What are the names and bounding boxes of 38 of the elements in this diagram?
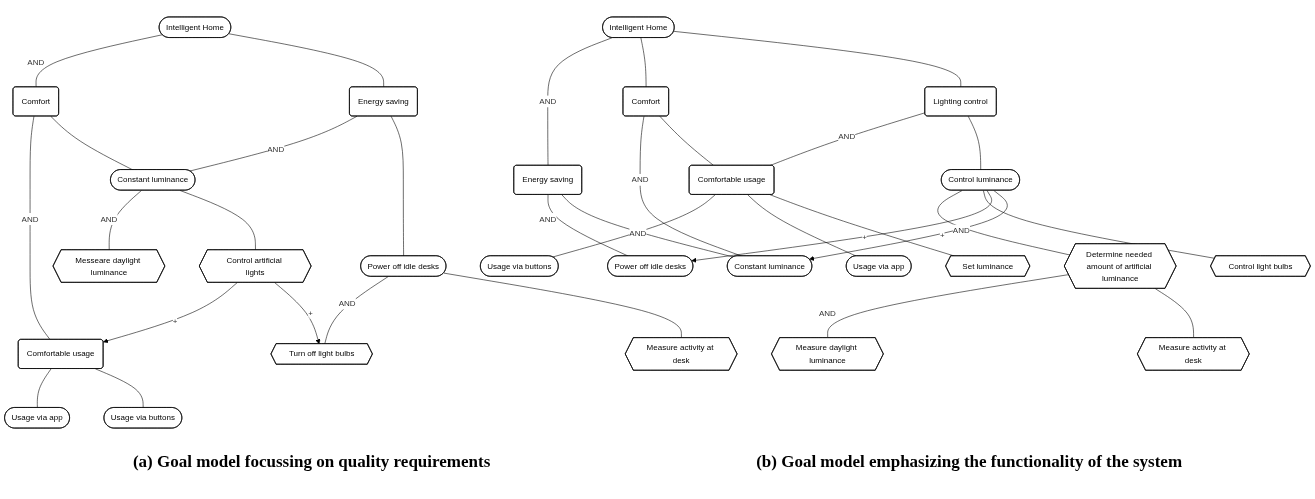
connector (108, 190, 142, 251)
connector (640, 37, 647, 88)
edge-label: + (940, 230, 945, 240)
edge-label: AND (818, 308, 836, 318)
edge-label: AND (952, 225, 970, 235)
edge-label: AND (629, 228, 647, 238)
connector (37, 368, 52, 409)
edge-label: AND (838, 131, 856, 142)
connector (390, 116, 404, 257)
connector (659, 116, 714, 166)
connector (547, 37, 613, 166)
edge-label: AND (631, 174, 649, 185)
connector (35, 34, 163, 88)
connector (443, 272, 682, 339)
edge-label: + (172, 316, 178, 326)
connector (189, 116, 358, 172)
edge-label: AND (338, 298, 356, 308)
connector (1154, 288, 1194, 339)
edge-label: + (308, 308, 313, 318)
edge-label: AND (539, 96, 557, 106)
edge-label: AND (27, 57, 45, 67)
edge-label: + (862, 232, 867, 243)
edge-label: AND (539, 214, 557, 224)
connector (50, 116, 133, 171)
connector (827, 274, 1069, 339)
connector (967, 116, 981, 171)
connector (747, 194, 857, 257)
connector (673, 31, 962, 88)
connector (228, 33, 384, 88)
edge-label: AND (267, 144, 285, 154)
connector (324, 276, 389, 345)
connector (983, 190, 1216, 259)
edge-label: AND (21, 214, 39, 224)
connector (95, 368, 144, 409)
figure-caption: (a) Goal model focussing on quality requirements (132, 452, 491, 472)
connector (29, 116, 51, 340)
edge-label: AND (100, 214, 118, 224)
figure-caption: (b) Goal model emphasizing the functionality of the system (756, 452, 1183, 472)
